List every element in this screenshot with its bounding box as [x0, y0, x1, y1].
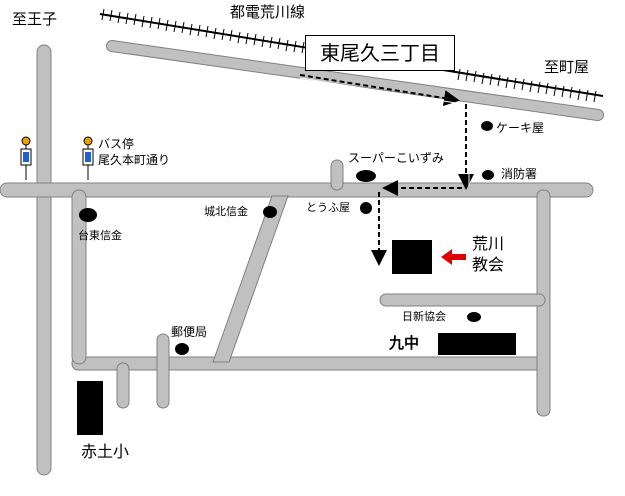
kyuchu-building — [438, 333, 516, 355]
road-stub-1 — [116, 362, 130, 409]
nisshin-hall-dot — [467, 312, 481, 322]
cake-shop-dot — [481, 121, 493, 131]
supermarket-dot — [356, 170, 376, 182]
label-post-office: 郵便局 — [171, 325, 208, 339]
label-kyuchu: 九中 — [389, 334, 420, 352]
label-supermarket: スーパーこいずみ — [348, 151, 444, 165]
label-fire-station: 消防署 — [501, 167, 538, 181]
label-nisshin-hall: 日新協会 — [402, 310, 446, 323]
red-arrow-icon — [441, 249, 466, 265]
label-to-oji: 至王子 — [12, 10, 58, 28]
road-stub-supermarket — [330, 159, 344, 191]
road-west-vertical — [36, 44, 52, 476]
bus-stop-sign-icon — [82, 136, 94, 180]
landmark-dots — [79, 121, 494, 355]
tofu-shop-dot — [360, 202, 372, 214]
label-tofu-shop: とうふ屋 — [306, 201, 350, 214]
road-stub-2 — [156, 333, 170, 409]
road-okuhonmachi — [0, 182, 594, 198]
label-akatsuchi-elem: 赤土小 — [81, 442, 130, 461]
johoku-shinkin-dot — [263, 206, 277, 218]
road-south — [71, 356, 551, 371]
taito-shinkin-dot — [79, 208, 97, 222]
label-church-line2: 教会 — [472, 255, 505, 274]
road-network — [0, 44, 594, 476]
label-church-line1: 荒川 — [472, 234, 505, 253]
label-cake-shop: ケーキ屋 — [496, 121, 545, 135]
road-church-block — [379, 293, 546, 307]
route-path — [299, 74, 474, 266]
label-taito-shinkin: 台東信金 — [78, 229, 122, 242]
label-tram-line: 都電荒川線 — [230, 3, 306, 21]
station-name-box: 東尾久三丁目 — [305, 35, 455, 71]
road-diagonal — [212, 195, 289, 363]
label-to-machiya: 至町屋 — [544, 58, 590, 76]
label-bus-stop: バス停 — [98, 137, 135, 151]
bus-stop-sign-icon — [20, 136, 32, 180]
label-bus-stop-street: 尾久本町通り — [98, 153, 171, 167]
akatsuchi-building — [77, 381, 103, 435]
road-mid-vertical — [71, 189, 87, 365]
church-building — [392, 240, 432, 274]
post-office-dot — [175, 343, 189, 355]
label-johoku-shinkin: 城北信金 — [204, 205, 248, 218]
fire-station-dot — [482, 170, 494, 180]
